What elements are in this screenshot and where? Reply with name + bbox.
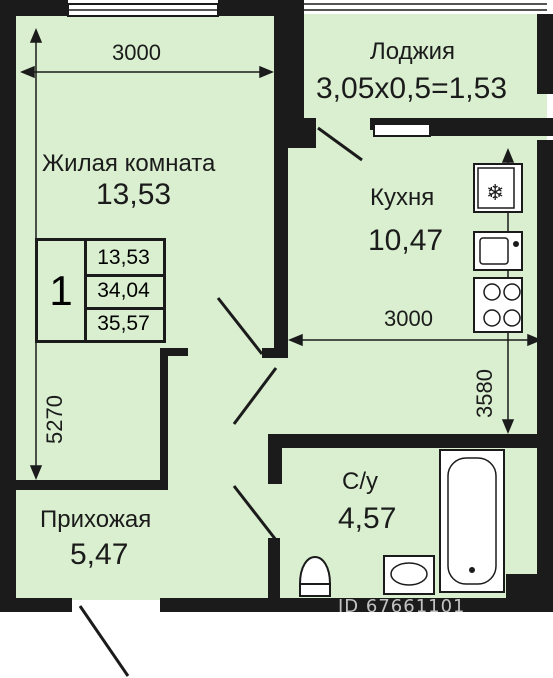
- rooms-count: 1: [38, 241, 87, 340]
- toilet-icon: [298, 556, 332, 597]
- walls: [0, 0, 553, 612]
- living-length-dim: 5270: [42, 395, 67, 444]
- kitchen-area: 10,47: [368, 224, 444, 257]
- living-area-value: 13,53: [84, 241, 163, 277]
- kitchen-name: Кухня: [370, 184, 435, 211]
- window-top: [67, 3, 219, 17]
- hallway-floor: [14, 440, 276, 600]
- door-lines: [78, 126, 363, 677]
- loggia-floor: [304, 14, 547, 120]
- hallway-name: Прихожая: [40, 506, 152, 533]
- sink-icon: [473, 231, 523, 271]
- total-area-value: 34,04: [84, 274, 163, 310]
- bathroom-area: 4,57: [338, 502, 397, 535]
- living-room-name: Жилая комната: [42, 150, 216, 177]
- fridge-icon: ❄: [473, 163, 523, 213]
- living-room-area: 13,53: [96, 178, 172, 211]
- svg-text:❄: ❄: [486, 181, 504, 206]
- kitchen-width-dim: 3000: [384, 306, 433, 331]
- bathroom-name: С/у: [342, 468, 378, 495]
- hallway-area: 5,47: [70, 538, 129, 571]
- living-width-dim: 3000: [112, 40, 161, 65]
- loggia-rail: [304, 3, 547, 11]
- washbasin-icon: [383, 555, 435, 595]
- total-with-loggia-value: 35,57: [97, 312, 150, 335]
- watermark: ID 67661101: [338, 596, 466, 617]
- kitchen-length-dim: 3580: [472, 369, 497, 418]
- loggia-area: 3,05x0,5=1,53: [316, 72, 508, 105]
- area-summary-table: 1 13,53 34,04 35,57: [35, 238, 166, 343]
- bathtub-icon: [439, 449, 505, 593]
- radiator: [373, 123, 431, 137]
- loggia-name: Лоджия: [370, 38, 456, 65]
- stove-icon: [473, 277, 523, 333]
